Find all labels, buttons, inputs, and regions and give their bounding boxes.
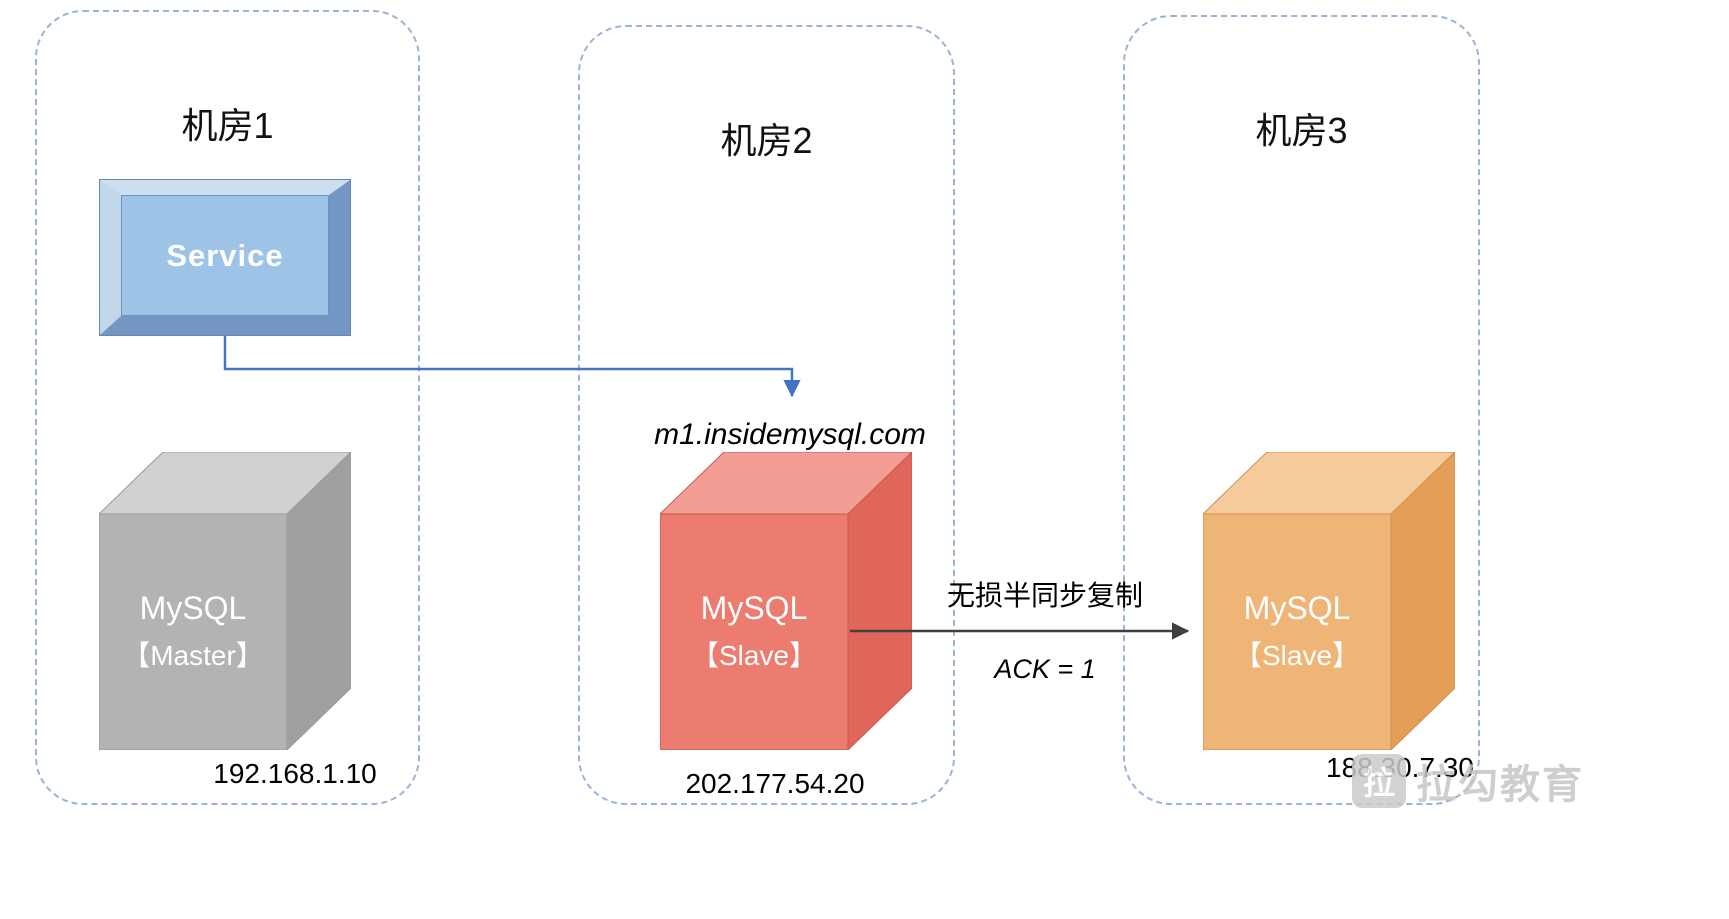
slave1-hostname: m1.insidemysql.com (654, 418, 926, 451)
replication-ack-label: ACK = 1 (994, 654, 1096, 684)
room-2-title: 机房2 (720, 120, 813, 161)
service-box: Service (99, 179, 351, 336)
room-2: 机房2 (578, 25, 955, 805)
slave1-cube-label: MySQL 【Slave】 (660, 514, 848, 750)
mysql-master-cube: MySQL 【Master】 (99, 452, 351, 750)
master-name: MySQL (139, 590, 247, 626)
master-ip: 192.168.1.10 (213, 758, 377, 789)
room-3: 机房3 (1123, 15, 1480, 805)
slave2-cube-shape (1203, 452, 1455, 750)
slave2-name: MySQL (1243, 590, 1351, 626)
room-1-title: 机房1 (181, 105, 274, 146)
slave2-cube-label: MySQL 【Slave】 (1203, 514, 1391, 750)
slave1-cube-front-face (660, 513, 849, 750)
master-role: 【Master】 (122, 640, 264, 671)
watermark: 拉 拉勾教育 (1352, 752, 1584, 810)
service-label: Service (166, 237, 284, 273)
watermark-text: 拉勾教育 (1416, 763, 1584, 807)
watermark-logo-icon: 拉 (1352, 754, 1406, 808)
slave1-cube-shape (660, 452, 912, 750)
master-cube-label: MySQL 【Master】 (99, 514, 287, 750)
room-1: 机房1 (35, 10, 420, 805)
master-cube-shape (99, 452, 351, 750)
slave2-cube-front-face (1203, 513, 1392, 750)
mysql-slave1-cube: MySQL 【Slave】 (660, 452, 912, 750)
master-cube-front-face (99, 513, 288, 750)
slave1-ip: 202.177.54.20 (685, 768, 865, 799)
replication-label: 无损半同步复制 (946, 580, 1143, 611)
slave2-role: 【Slave】 (1233, 640, 1361, 671)
mysql-slave2-cube: MySQL 【Slave】 (1203, 452, 1455, 750)
slave1-name: MySQL (700, 590, 808, 626)
slave1-role: 【Slave】 (690, 640, 818, 671)
room-3-title: 机房3 (1255, 110, 1348, 151)
